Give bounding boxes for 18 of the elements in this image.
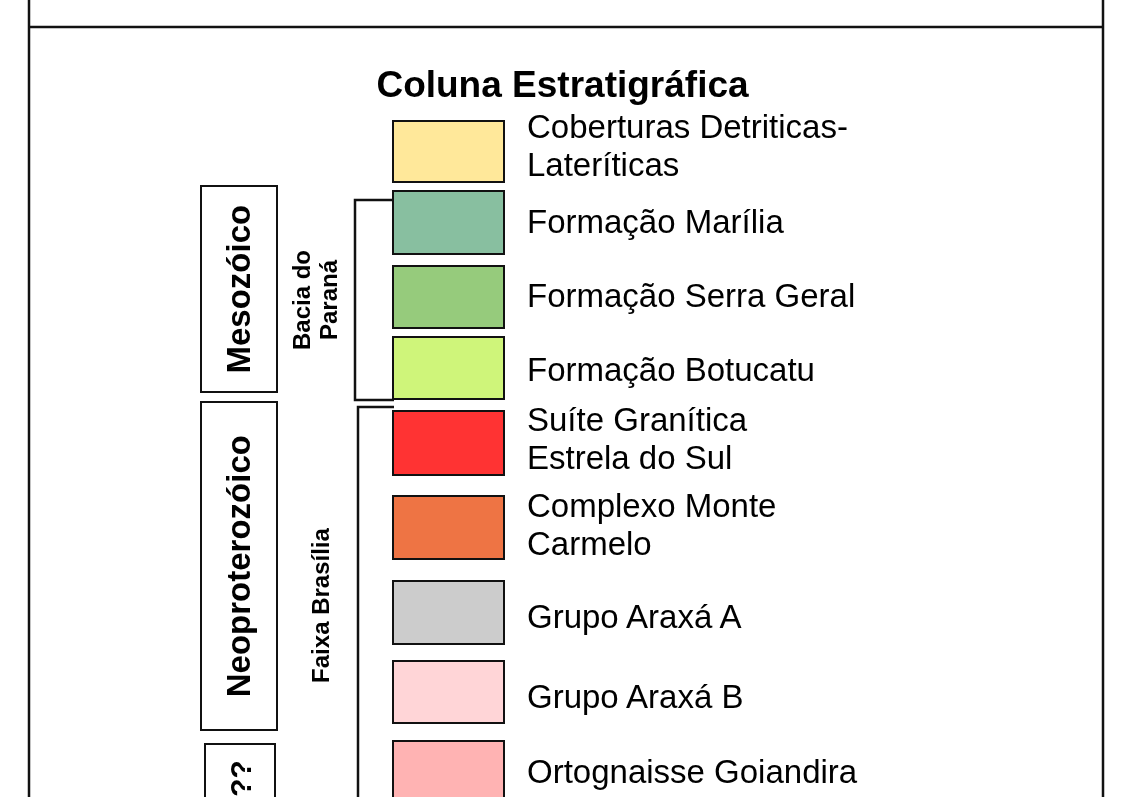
era-label: ?? (223, 759, 257, 797)
legend-label: Grupo Araxá B (527, 678, 745, 716)
legend-label: Formação Serra Geral (527, 277, 857, 315)
era-label: Mesozóico (220, 204, 258, 374)
era-box (204, 743, 276, 797)
legend-label: Formação Marília (527, 203, 785, 241)
legend-label: Ortognaisse Goiandira (527, 753, 859, 791)
group-label: Faixa Brasília (306, 526, 334, 685)
era-box (200, 185, 278, 393)
era-box (200, 401, 278, 731)
legend-label: Complexo Monte Carmelo (527, 487, 778, 563)
legend-label: Formação Botucatu (527, 351, 816, 389)
legend-label: Grupo Araxá A (527, 598, 743, 636)
title: Coluna Estratigráfica (375, 63, 750, 107)
legend-label: Coberturas Detriticas-Lateríticas (527, 108, 849, 184)
group-label: Bacia do Paraná (288, 249, 342, 352)
legend-label: Suíte Granítica Estrela do Sul (527, 401, 749, 477)
era-label: Neoproterozóico (220, 434, 258, 698)
